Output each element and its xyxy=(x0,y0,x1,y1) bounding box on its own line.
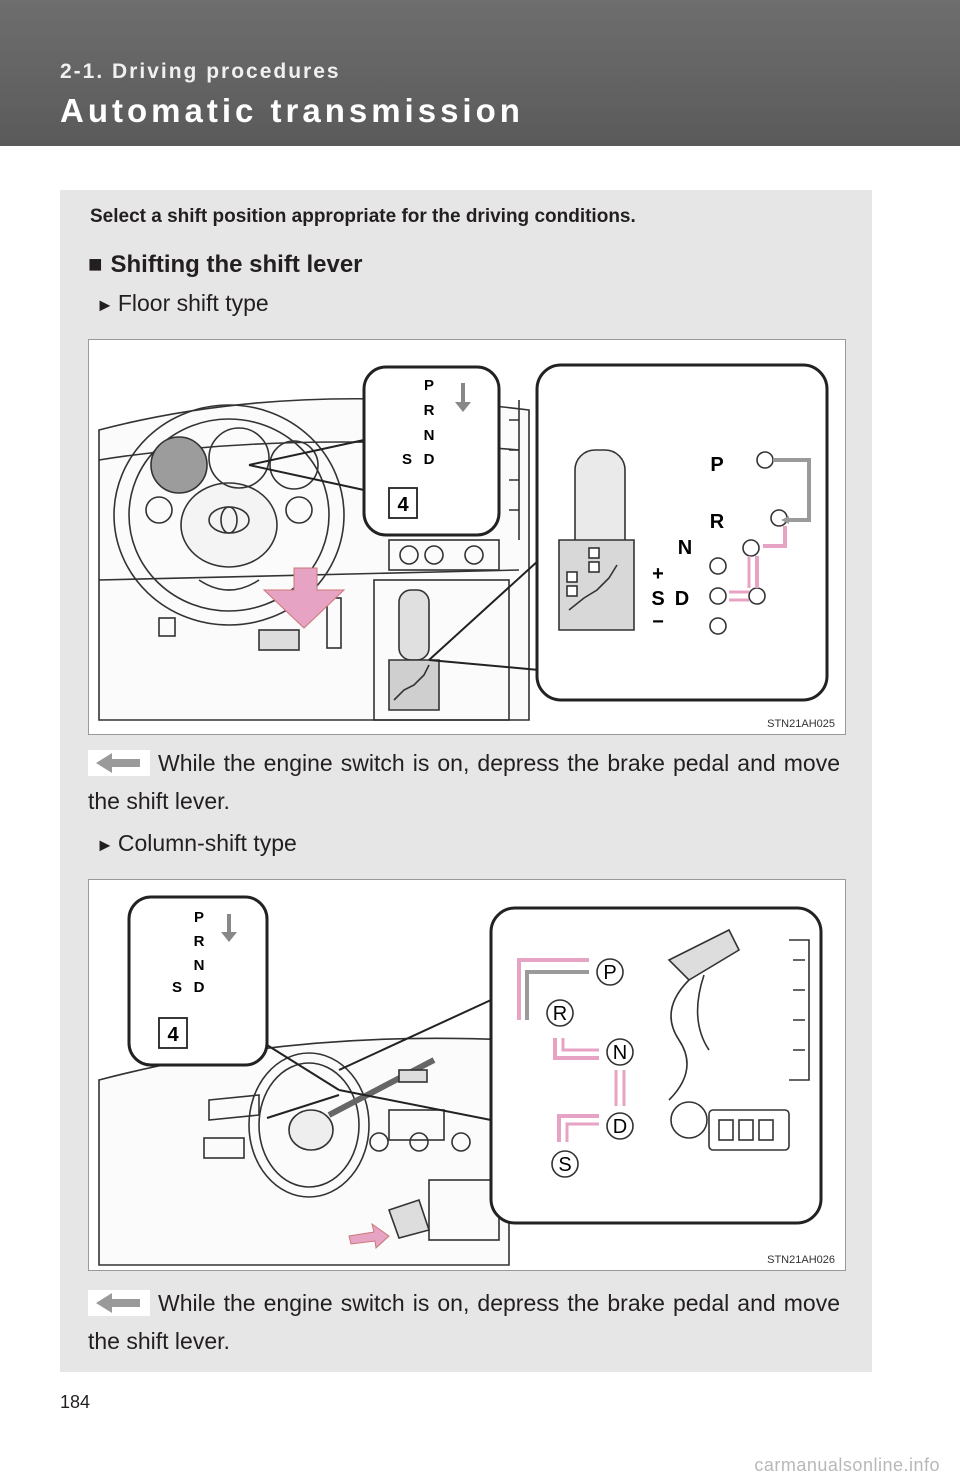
column-ind-P: P xyxy=(194,909,204,926)
figure-code: STN21AH026 xyxy=(767,1254,835,1266)
floor-shift-figure: P R N S D 4 xyxy=(88,339,846,735)
floor-ind-S: S xyxy=(402,451,412,468)
column-shift-caption-text: While the engine switch is on, depress t… xyxy=(88,1290,840,1354)
floor-ind-P: P xyxy=(424,377,434,394)
floor-ind-R: R xyxy=(424,402,435,419)
floor-ind-D: D xyxy=(424,451,435,468)
triangle-bullet-icon: ► xyxy=(96,295,114,315)
brake-arrow-icon xyxy=(88,1290,150,1316)
square-bullet-icon: ■ xyxy=(88,251,103,278)
page-title: Automatic transmission xyxy=(60,92,524,129)
floor-ind-4: 4 xyxy=(397,494,409,516)
floor-shift-caption: While the engine switch is on, depress t… xyxy=(88,744,840,820)
column-gate-N: N xyxy=(613,1042,627,1064)
intro-text: Select a shift position appropriate for … xyxy=(90,206,636,227)
floor-shift-label: ►Floor shift type xyxy=(96,290,269,317)
page-header: 2-1. Driving procedures Automatic transm… xyxy=(0,0,960,146)
floor-gate-plus: + xyxy=(652,563,664,585)
column-shift-illustration: P R N S D 4 P R N D xyxy=(98,895,823,1266)
column-gate-R: R xyxy=(553,1003,567,1025)
column-gate-D: D xyxy=(613,1116,627,1138)
column-shift-label-text: Column-shift type xyxy=(117,830,297,856)
column-shift-label: ►Column-shift type xyxy=(96,830,297,857)
floor-shift-label-text: Floor shift type xyxy=(117,290,269,316)
floor-gate-minus: − xyxy=(652,611,664,633)
floor-gate-R: R xyxy=(710,511,725,533)
floor-gate-S: S xyxy=(651,588,664,610)
column-shift-figure: P R N S D 4 P R N D xyxy=(88,879,846,1271)
floor-gate-D: D xyxy=(675,588,689,610)
subheading: ■ Shifting the shift lever xyxy=(88,251,363,279)
brake-arrow-icon xyxy=(88,750,150,776)
triangle-bullet-icon: ► xyxy=(96,835,114,855)
figure-code: STN21AH025 xyxy=(767,718,835,730)
down-arrow-icon xyxy=(221,914,237,942)
column-gate-P: P xyxy=(603,962,616,984)
down-arrow-icon xyxy=(455,383,471,412)
floor-ind-N: N xyxy=(424,427,435,444)
column-ind-D: D xyxy=(194,979,205,996)
floor-shift-illustration: P R N S D 4 xyxy=(98,363,829,721)
subheading-text: Shifting the shift lever xyxy=(110,251,363,278)
floor-gate-N: N xyxy=(678,537,692,559)
page-number: 184 xyxy=(60,1392,91,1412)
column-ind-R: R xyxy=(194,933,205,950)
column-gate-S: S xyxy=(558,1154,571,1176)
column-ind-S: S xyxy=(172,979,182,996)
column-ind-4: 4 xyxy=(167,1024,179,1046)
column-shift-caption: While the engine switch is on, depress t… xyxy=(88,1284,840,1360)
floor-gate-P: P xyxy=(710,454,723,476)
column-ind-N: N xyxy=(194,957,205,974)
section-label: 2-1. Driving procedures xyxy=(60,60,341,83)
floor-shift-caption-text: While the engine switch is on, depress t… xyxy=(88,750,840,814)
watermark: carmanualsonline.info xyxy=(754,1455,940,1475)
